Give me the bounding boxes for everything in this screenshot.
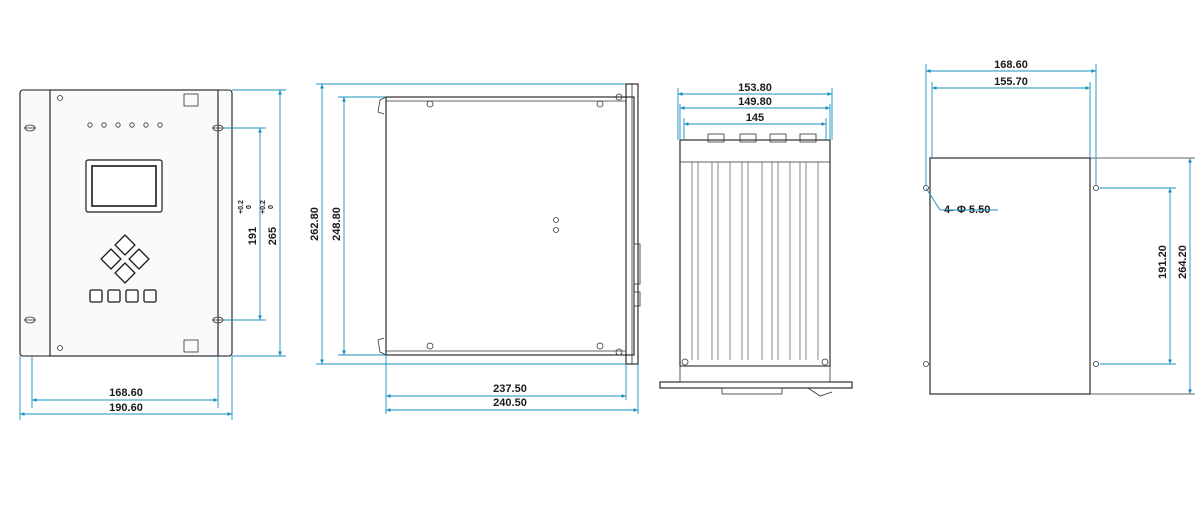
screw-icon (596, 100, 604, 108)
cutout-view (923, 64, 1195, 395)
key-up-icon (114, 234, 136, 256)
navigation-keypad (100, 234, 150, 284)
screw-icon (615, 93, 623, 101)
mounting-flange (659, 381, 853, 389)
front-panel (49, 89, 219, 357)
mounting-hole (24, 124, 36, 132)
hole-icon (1093, 361, 1099, 367)
front-view (19, 89, 286, 420)
dim-front-height-inner-tol-lower: 0 (246, 205, 253, 209)
connector-icon (739, 133, 757, 143)
screw-icon (615, 348, 623, 356)
dim-front-height-outer: 265 (267, 227, 279, 245)
connector-icon (799, 133, 817, 143)
bracket-icon (377, 337, 387, 356)
dim-front-height-inner-tol-upper: +0.2 (238, 200, 245, 214)
dim-front-height-outer-tol-upper: +0.2 (260, 200, 267, 214)
screw-icon (426, 100, 434, 108)
screw-icon (57, 95, 63, 101)
hinge-icon (183, 339, 199, 353)
front-mounting-plate (19, 89, 233, 357)
screw-icon (596, 342, 604, 350)
function-buttons (89, 289, 157, 303)
hole-leader-line (925, 187, 941, 211)
dim-side-height-inner: 248.80 (331, 207, 343, 241)
connector-icon (769, 133, 787, 143)
hole-icon (923, 361, 929, 367)
dim-top-width-inner: 145 (746, 112, 764, 124)
function-button (89, 289, 103, 303)
dim-front-height-inner: 191 (247, 227, 259, 245)
key-right-icon (128, 248, 150, 270)
dim-side-height-outer: 262.80 (309, 207, 321, 241)
screw-icon (553, 227, 559, 233)
dim-side-depth-outer: 240.50 (493, 397, 527, 409)
terminal-block (721, 387, 783, 395)
dim-front-width-inner: 168.60 (109, 387, 143, 399)
dim-front-height-outer-tol-lower: 0 (268, 205, 275, 209)
side-body (385, 96, 635, 356)
top-view (659, 88, 853, 397)
key-left-icon (100, 248, 122, 270)
dim-front-width-outer: 190.60 (109, 402, 143, 414)
dim-top-width-mid: 149.80 (738, 96, 772, 108)
indicator-leds (87, 122, 163, 128)
hole-icon (1093, 185, 1099, 191)
panel-cutout (929, 157, 1091, 395)
dim-cutout-width-outer: 168.60 (994, 59, 1028, 71)
dim-top-width-outer: 153.80 (738, 82, 772, 94)
function-button (125, 289, 139, 303)
heatsink-fins (691, 162, 819, 360)
top-body (679, 139, 831, 367)
function-button (143, 289, 157, 303)
connector-icon (707, 133, 725, 143)
dim-cutout-width-inner: 155.70 (994, 76, 1028, 88)
dim-cutout-height: 264.20 (1177, 245, 1189, 279)
bracket-icon (377, 96, 387, 115)
function-button (107, 289, 121, 303)
hole-icon (923, 185, 929, 191)
lcd-display-area (91, 165, 157, 207)
screw-icon (57, 345, 63, 351)
dim-cutout-hole-spacing: 191.20 (1157, 245, 1169, 279)
lcd-screen (85, 159, 163, 213)
screw-icon (681, 358, 689, 366)
screw-icon (553, 217, 559, 223)
screw-icon (821, 358, 829, 366)
hinge-icon (183, 93, 199, 107)
side-view (316, 83, 641, 414)
key-down-icon (114, 262, 136, 284)
dim-side-depth-inner: 237.50 (493, 383, 527, 395)
mounting-hole (24, 316, 36, 324)
screw-icon (426, 342, 434, 350)
